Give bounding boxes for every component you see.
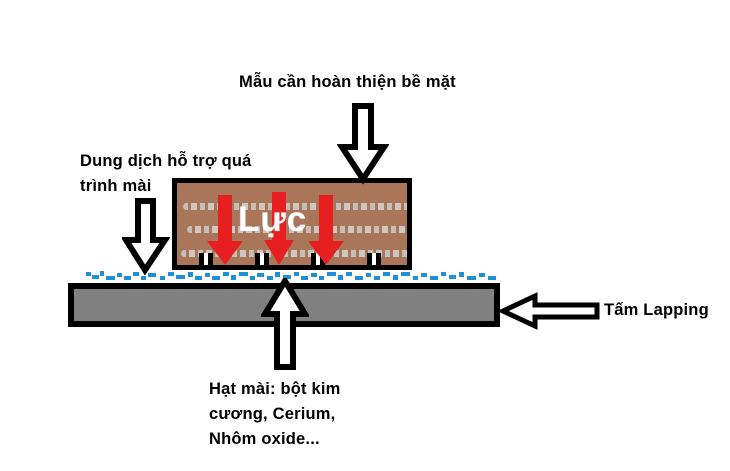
abrasive-particle bbox=[275, 272, 280, 277]
abrasive-particle bbox=[383, 272, 390, 276]
force-arrow-icon bbox=[308, 195, 344, 265]
abrasive-particle bbox=[374, 276, 380, 280]
label-fluid-text: Dung dịch hỗ trợ quá trình mài bbox=[80, 152, 252, 195]
workpiece-tooth bbox=[199, 253, 213, 265]
force-arrow-icon bbox=[207, 195, 243, 265]
abrasive-particle bbox=[205, 273, 210, 277]
workpiece-streak bbox=[187, 226, 407, 233]
force-label: Lực bbox=[238, 200, 308, 239]
abrasive-particle bbox=[488, 276, 496, 280]
abrasive-particle bbox=[168, 272, 174, 276]
abrasive-particle bbox=[188, 272, 193, 277]
workpiece-streak bbox=[183, 203, 407, 210]
abrasive-particle bbox=[148, 273, 156, 277]
abrasive-particle bbox=[319, 276, 324, 280]
abrasive-particle bbox=[449, 275, 456, 279]
workpiece-block bbox=[172, 178, 412, 270]
abrasive-particle bbox=[231, 275, 236, 280]
abrasive-particle bbox=[141, 276, 146, 280]
force-arrow-icon bbox=[264, 192, 294, 265]
abrasive-particle bbox=[92, 275, 99, 279]
abrasive-particle bbox=[355, 276, 363, 280]
label-abrasive-text: Hạt mài: bột kim cương, Cerium, Nhôm oxi… bbox=[209, 380, 341, 448]
abrasive-particle bbox=[479, 273, 485, 277]
abrasive-particle bbox=[117, 273, 122, 277]
abrasive-particle bbox=[250, 276, 255, 280]
abrasive-particle bbox=[86, 272, 91, 276]
abrasive-particle bbox=[346, 272, 352, 276]
arrow-down-to-sample-icon bbox=[337, 103, 389, 185]
abrasive-particle bbox=[124, 276, 131, 280]
abrasive-particle bbox=[294, 272, 299, 276]
label-sample-text: Mẫu cần hoàn thiện bề mặt bbox=[239, 73, 456, 91]
abrasive-particle bbox=[467, 276, 476, 280]
workpiece-streak bbox=[181, 250, 407, 257]
abrasive-particle bbox=[311, 273, 317, 277]
abrasive-particle bbox=[283, 275, 291, 279]
abrasive-slurry bbox=[84, 266, 500, 282]
abrasive-particle bbox=[413, 276, 418, 280]
abrasive-particle bbox=[267, 276, 273, 280]
abrasive-particle bbox=[430, 276, 438, 280]
abrasive-particle bbox=[176, 275, 185, 279]
workpiece-tooth bbox=[255, 253, 269, 265]
abrasive-particle bbox=[338, 275, 343, 280]
abrasive-particle bbox=[301, 276, 308, 280]
abrasive-particle bbox=[106, 276, 115, 280]
abrasive-particle bbox=[239, 272, 248, 276]
workpiece-tooth bbox=[367, 253, 381, 265]
abrasive-particle bbox=[421, 273, 427, 277]
arrow-down-to-fluid-icon bbox=[122, 198, 170, 276]
label-lapping-plate-text: Tấm Lapping bbox=[604, 301, 709, 319]
abrasive-particle bbox=[327, 272, 336, 276]
abrasive-particle bbox=[133, 272, 139, 276]
abrasive-particle bbox=[393, 275, 398, 280]
abrasive-particle bbox=[441, 272, 446, 276]
abrasive-particle bbox=[223, 272, 229, 276]
arrow-left-to-plate-icon bbox=[500, 292, 600, 330]
abrasive-particle bbox=[257, 273, 264, 277]
abrasive-particle bbox=[212, 276, 220, 280]
abrasive-particle bbox=[366, 273, 371, 277]
abrasive-particle bbox=[100, 271, 104, 276]
arrow-up-to-abrasive-icon bbox=[261, 278, 309, 370]
abrasive-particle bbox=[401, 272, 410, 276]
abrasive-particle bbox=[160, 276, 165, 280]
abrasive-particle bbox=[195, 276, 202, 280]
abrasive-particle bbox=[459, 272, 464, 277]
